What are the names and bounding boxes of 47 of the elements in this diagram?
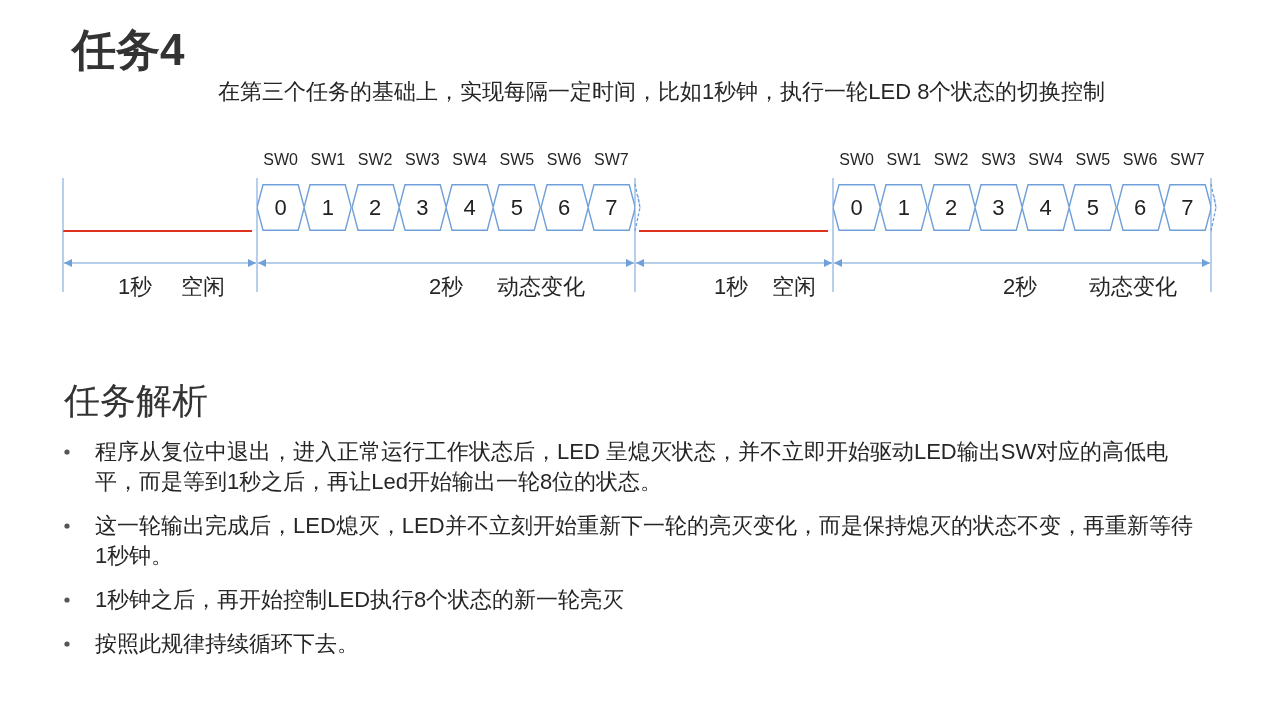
bus-state-hexagon: 3	[974, 184, 1022, 231]
signal-name: SW5	[1075, 150, 1111, 170]
dimension-label: 2秒	[1002, 273, 1038, 301]
dimension-label: 空闲	[772, 273, 816, 301]
bus-state-hexagon: 0	[257, 184, 305, 231]
dimension-label: 1秒	[117, 273, 153, 301]
dimension-label: 1秒	[713, 273, 749, 301]
signal-name: SW3	[405, 150, 440, 170]
bullet-text: 程序从复位中退出，进入正常运行工作状态后，LED 呈熄灭状态，并不立即开始驱动LED输出SW对应的高低电平，而是等到1秒之后，再让Led开始输出一轮8位的状态。	[95, 438, 1170, 496]
bus-state-hexagon: 1	[304, 184, 352, 231]
signal-name: SW1	[886, 150, 922, 170]
signal-name: SW7	[594, 150, 629, 170]
bullet-text: 1秒钟之后，再开始控制LED执行8个状态的新一轮亮灭	[95, 586, 626, 614]
signal-name: SW4	[452, 150, 487, 170]
bus-state-hexagon: 3	[398, 184, 446, 231]
signal-name: SW4	[1028, 150, 1063, 170]
signal-name: SW2	[933, 150, 969, 170]
bus-state-hexagon: 1	[880, 184, 928, 231]
signal-name: SW6	[1122, 150, 1158, 170]
dimension-label: 动态变化	[1089, 273, 1177, 301]
bus-state-hexagon: 5	[1069, 184, 1117, 231]
bus-state-hexagon: 6	[540, 184, 588, 231]
signal-name: SW6	[546, 150, 582, 170]
signal-name: SW1	[310, 150, 346, 170]
bus-state-hexagon: 4	[446, 184, 494, 231]
signal-name: SW5	[499, 150, 535, 170]
bus-state-hexagon: 0	[833, 184, 881, 231]
bus-state-hexagon: 4	[1022, 184, 1070, 231]
dimension-label: 动态变化	[497, 273, 585, 301]
bus-state-hexagon: 7	[1163, 184, 1211, 231]
dimension-label: 2秒	[428, 273, 464, 301]
bus-state-hexagon: 5	[493, 184, 541, 231]
section-heading: 任务解析	[64, 379, 208, 423]
slide-title: 任务4	[72, 24, 185, 76]
bus-state-hexagon: 2	[351, 184, 399, 231]
bus-state-hexagon: 2	[927, 184, 975, 231]
signal-name: SW3	[981, 150, 1016, 170]
signal-name: SW0	[839, 150, 874, 170]
bullet-text: 这一轮输出完成后，LED熄灭，LED并不立刻开始重新下一轮的亮灭变化，而是保持熄灭的状态不变，再重新等待1秒钟。	[95, 512, 1194, 570]
subtitle-text: 在第三个任务的基础上，实现每隔一定时间，比如1秒钟，执行一轮LED 8个状态的切换控制	[218, 78, 1106, 106]
bus-state-hexagon: 6	[1116, 184, 1164, 231]
signal-name: SW2	[357, 150, 393, 170]
signal-name: SW0	[263, 150, 298, 170]
bus-state-hexagon: 7	[587, 184, 635, 231]
bullet-text: 按照此规律持续循环下去。	[95, 630, 360, 658]
dimension-label: 空闲	[181, 273, 225, 301]
signal-name: SW7	[1170, 150, 1205, 170]
